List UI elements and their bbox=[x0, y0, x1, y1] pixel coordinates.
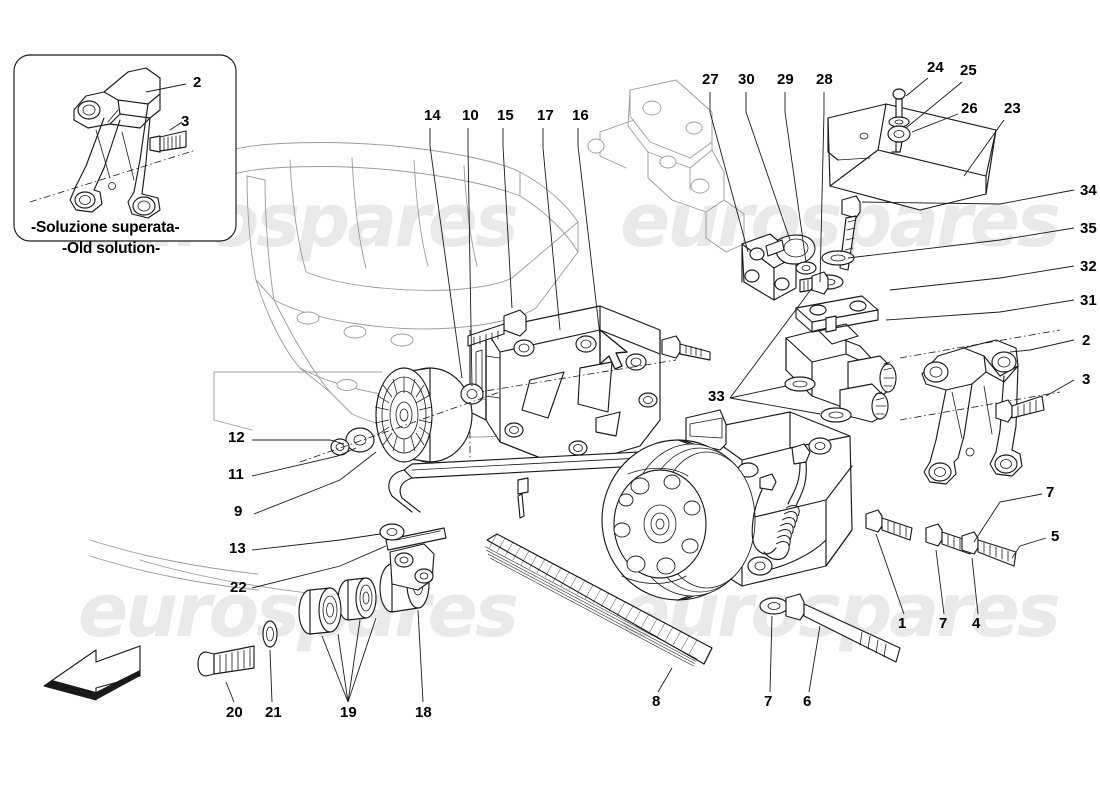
callout-32[interactable]: 32 bbox=[1080, 258, 1097, 275]
callout-bottom-7[interactable]: 7 bbox=[764, 693, 773, 710]
callout-16[interactable]: 16 bbox=[572, 107, 589, 124]
callout-9[interactable]: 9 bbox=[234, 503, 243, 520]
callout-35[interactable]: 35 bbox=[1080, 220, 1097, 237]
compressor-mount-bracket bbox=[429, 305, 677, 469]
callout-22[interactable]: 22 bbox=[230, 579, 247, 596]
callout-1[interactable]: 1 bbox=[898, 615, 907, 632]
idler-bearing-stack bbox=[197, 523, 447, 677]
compressor-cover-plate bbox=[827, 88, 997, 211]
callout-19[interactable]: 19 bbox=[340, 704, 357, 721]
upper-hose-bracket bbox=[741, 195, 861, 301]
callout-33[interactable]: 33 bbox=[708, 388, 725, 405]
watermark-text: eurospares bbox=[620, 178, 1061, 264]
callout-28[interactable]: 28 bbox=[816, 71, 833, 88]
callout-8[interactable]: 8 bbox=[652, 693, 661, 710]
callout-26[interactable]: 26 bbox=[961, 100, 978, 117]
old-solution-inset bbox=[13, 54, 237, 242]
callout-br-7[interactable]: 7 bbox=[939, 615, 948, 632]
bracket-bolts bbox=[388, 309, 711, 519]
mounting-bolts-lower bbox=[759, 509, 1017, 663]
callout-21[interactable]: 21 bbox=[265, 704, 282, 721]
callout-4[interactable]: 4 bbox=[972, 615, 981, 632]
callout-23[interactable]: 23 bbox=[1004, 100, 1021, 117]
callout-10[interactable]: 10 bbox=[462, 107, 479, 124]
callout-24[interactable]: 24 bbox=[927, 59, 944, 76]
ac-compressor bbox=[601, 409, 853, 601]
mouse-cursor bbox=[599, 329, 628, 370]
inset-caption-italian: -Soluzione superata- bbox=[31, 219, 180, 236]
callout-18[interactable]: 18 bbox=[415, 704, 432, 721]
callout-right-7[interactable]: 7 bbox=[1046, 484, 1055, 501]
callout-right-2[interactable]: 2 bbox=[1082, 332, 1091, 349]
callout-11[interactable]: 11 bbox=[228, 466, 244, 483]
callout-inset-2[interactable]: 2 bbox=[193, 74, 202, 91]
callout-5[interactable]: 5 bbox=[1051, 528, 1060, 545]
callout-30[interactable]: 30 bbox=[738, 71, 755, 88]
inset-caption-english: -Old solution- bbox=[62, 240, 160, 257]
old-bolt-part-3 bbox=[149, 130, 187, 153]
leader-lines bbox=[225, 77, 1075, 703]
callout-13[interactable]: 13 bbox=[229, 540, 246, 557]
drive-belt bbox=[483, 533, 713, 672]
callout-34[interactable]: 34 bbox=[1080, 182, 1097, 199]
callout-14[interactable]: 14 bbox=[424, 107, 441, 124]
callout-25[interactable]: 25 bbox=[960, 62, 977, 79]
callout-31[interactable]: 31 bbox=[1080, 292, 1097, 309]
callout-15[interactable]: 15 bbox=[497, 107, 514, 124]
callout-17[interactable]: 17 bbox=[537, 107, 554, 124]
callout-inset-3[interactable]: 3 bbox=[181, 113, 190, 130]
callout-20[interactable]: 20 bbox=[226, 704, 243, 721]
callout-27[interactable]: 27 bbox=[702, 71, 719, 88]
idler-pulley-assembly bbox=[299, 367, 501, 463]
new-bracket-assembly bbox=[899, 329, 1061, 485]
callout-12[interactable]: 12 bbox=[228, 429, 245, 446]
direction-arrow bbox=[43, 645, 141, 701]
hose-fitting-block bbox=[784, 274, 897, 423]
callout-right-3[interactable]: 3 bbox=[1082, 371, 1091, 388]
rear-bracket-ghost bbox=[587, 79, 745, 253]
callout-6[interactable]: 6 bbox=[803, 693, 812, 710]
old-bracket-part-2 bbox=[29, 67, 197, 219]
callout-29[interactable]: 29 bbox=[777, 71, 794, 88]
